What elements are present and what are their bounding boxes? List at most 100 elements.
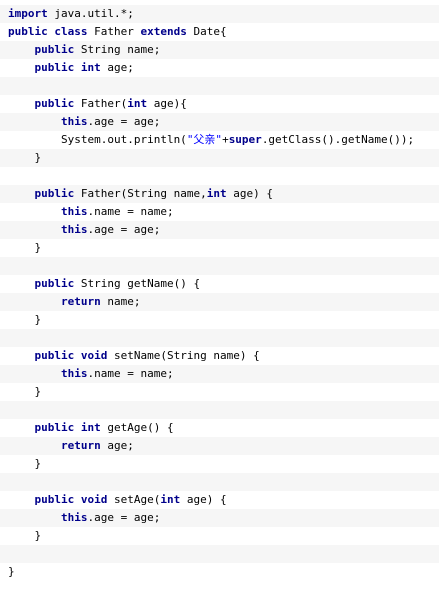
code-text [8,223,61,236]
code-text [8,295,61,308]
code-text: java.util.*; [47,7,134,20]
code-line: public int getAge() { [0,419,439,437]
code-text: } [8,529,42,542]
code-text [74,349,81,362]
code-line: } [0,383,439,401]
code-text: } [8,241,42,254]
code-text [74,61,81,74]
code-text: getAge() { [100,421,174,434]
code-keyword: this [60,367,88,380]
code-text: .getClass().getName()); [261,133,415,146]
code-text: + [222,133,229,146]
code-text [8,439,61,452]
code-keyword: public [34,493,75,506]
code-text: String getName() { [74,277,201,290]
code-keyword: this [60,205,88,218]
code-text: Father [87,25,141,38]
code-line: public String name; [0,41,439,59]
code-line: } [0,455,439,473]
code-line: public Father(int age){ [0,95,439,113]
code-line: public int age; [0,59,439,77]
code-keyword: return [60,295,101,308]
code-line: this.age = age; [0,221,439,239]
code-line: System.out.println("父亲"+super.getClass()… [0,131,439,149]
code-keyword: public [34,349,75,362]
code-text: name; [100,295,141,308]
code-keyword: return [60,439,101,452]
code-text: String name; [74,43,161,56]
code-line: } [0,311,439,329]
code-line [0,473,439,491]
code-text: age; [100,439,134,452]
code-keyword: public [34,97,75,110]
code-line [0,329,439,347]
code-line [0,77,439,95]
code-text [8,493,35,506]
code-text: setName(String name) { [107,349,260,362]
code-text: Father(String name, [74,187,207,200]
code-text: Father( [74,97,128,110]
code-text: age) { [226,187,273,200]
code-text: System.out.println( [8,133,187,146]
code-line [0,167,439,185]
code-keyword: extends [140,25,187,38]
code-keyword: public [34,277,75,290]
code-keyword: public [34,61,75,74]
code-keyword: import [8,7,48,20]
code-keyword: this [60,115,88,128]
code-text [74,493,81,506]
code-keyword: int [80,61,101,74]
code-text: } [8,565,15,578]
code-text [8,97,35,110]
code-line: public Father(String name,int age) { [0,185,439,203]
code-text: Date{ [186,25,227,38]
code-line: } [0,563,439,581]
code-text: age; [100,61,134,74]
code-string: "父亲" [186,133,223,146]
code-line: } [0,527,439,545]
code-line: } [0,239,439,257]
code-text [8,349,35,362]
code-keyword: public [8,25,48,38]
code-text [8,115,61,128]
code-keyword: int [160,493,181,506]
code-text: .age = age; [87,223,161,236]
code-line: return age; [0,437,439,455]
code-line: public void setName(String name) { [0,347,439,365]
code-text [8,61,35,74]
code-keyword: this [60,511,88,524]
code-text: } [8,313,42,326]
code-line: public void setAge(int age) { [0,491,439,509]
code-keyword: int [127,97,148,110]
code-line: public String getName() { [0,275,439,293]
code-line [0,257,439,275]
code-text: .name = name; [87,205,174,218]
code-text [8,43,35,56]
code-text: .age = age; [87,115,161,128]
code-keyword: public [34,421,75,434]
code-text: .name = name; [87,367,174,380]
code-line: return name; [0,293,439,311]
code-keyword: public [34,43,75,56]
code-line: } [0,149,439,167]
code-text: .age = age; [87,511,161,524]
code-text [8,187,35,200]
code-keyword: class [54,25,88,38]
code-keyword: this [60,223,88,236]
code-line: this.name = name; [0,203,439,221]
code-text [8,277,35,290]
code-text: setAge( [107,493,161,506]
code-line: import java.util.*; [0,5,439,23]
code-text [8,205,61,218]
code-keyword: public [34,187,75,200]
code-keyword: int [206,187,227,200]
code-line: this.age = age; [0,113,439,131]
code-text [8,367,61,380]
code-keyword: int [80,421,101,434]
code-line [0,401,439,419]
code-text: age) { [180,493,227,506]
code-block: import java.util.*; public class Father e… [0,5,439,581]
code-line [0,545,439,563]
code-keyword: void [80,493,108,506]
code-text [8,421,35,434]
